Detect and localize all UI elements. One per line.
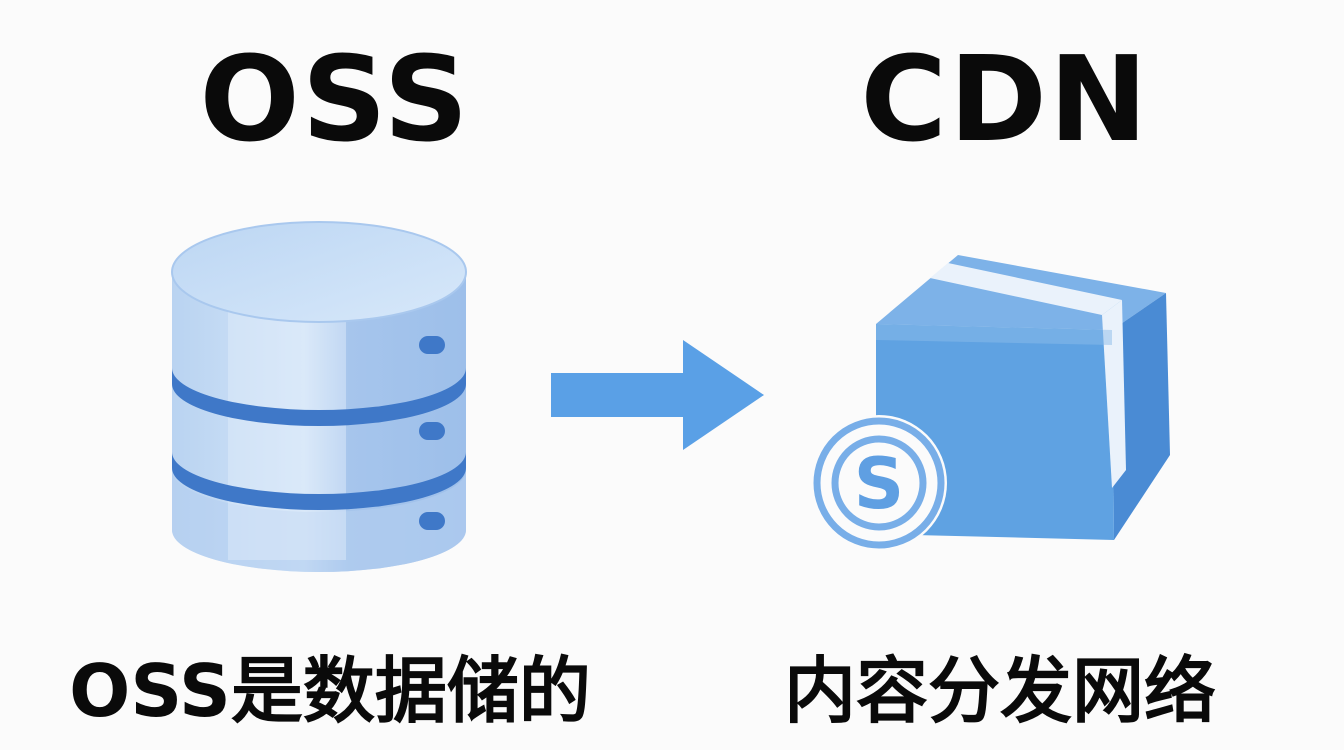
- database-icon: [171, 221, 467, 572]
- arrow-right-icon: [551, 340, 764, 450]
- coin-badge-icon: S: [811, 415, 947, 551]
- cdn-title: CDN: [860, 30, 1150, 168]
- oss-caption: OSS是数据储的: [69, 649, 591, 733]
- cdn-caption: 内容分发网络: [783, 649, 1216, 733]
- coin-badge-letter: S: [854, 443, 904, 525]
- oss-title: OSS: [199, 30, 471, 168]
